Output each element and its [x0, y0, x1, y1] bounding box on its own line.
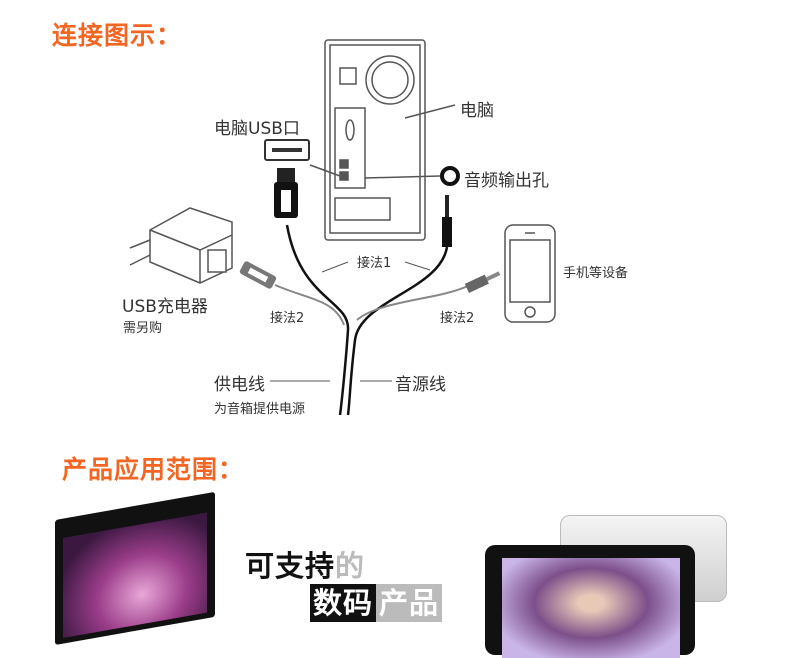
audio-plug-icon: [442, 195, 452, 247]
imac-illustration: [55, 491, 220, 645]
slogan-line2-gray: 产品: [376, 584, 443, 622]
label-power-cable: 供电线: [214, 375, 265, 395]
slogan-line1-black: 可支持: [245, 549, 336, 583]
connection-diagram: [129, 39, 556, 416]
usb-port-icon: [264, 139, 310, 161]
audio-plug-gray-icon: [464, 271, 501, 293]
label-computer: 电脑: [460, 101, 494, 121]
usb-plug-icon: [274, 168, 298, 218]
label-method1: 接法1: [357, 256, 392, 271]
label-usb-charger-note: 需另购: [123, 321, 163, 336]
slogan-line2-black: 数码: [310, 584, 377, 622]
label-computer-usb-port: 电脑USB口: [214, 119, 300, 139]
label-method2-right: 接法2: [440, 311, 475, 326]
application-range-title: 产品应用范围：: [62, 455, 245, 484]
label-power-cable-note: 为音箱提供电源: [214, 402, 306, 417]
phone-illustration: [504, 224, 556, 323]
usb-charger-illustration: [129, 207, 233, 284]
label-method2-left: 接法2: [270, 311, 305, 326]
audio-jack-icon: [440, 166, 460, 186]
power-cable: [285, 224, 350, 416]
audio-cable: [346, 246, 449, 416]
label-usb-charger: USB充电器: [122, 297, 208, 317]
slogan-line2: 数码产品: [310, 584, 443, 622]
usb-plug-gray-icon: [239, 261, 277, 289]
computer-tower-illustration: [309, 39, 456, 241]
slogan-line1-gray: 的: [335, 549, 366, 583]
label-audio-output-jack: 音频输出孔: [464, 171, 549, 191]
slogan-line1: 可支持的: [245, 543, 365, 585]
label-audio-cable: 音源线: [395, 375, 446, 395]
label-phone-devices: 手机等设备: [563, 266, 629, 281]
connection-diagram-title: 连接图示：: [52, 21, 183, 50]
